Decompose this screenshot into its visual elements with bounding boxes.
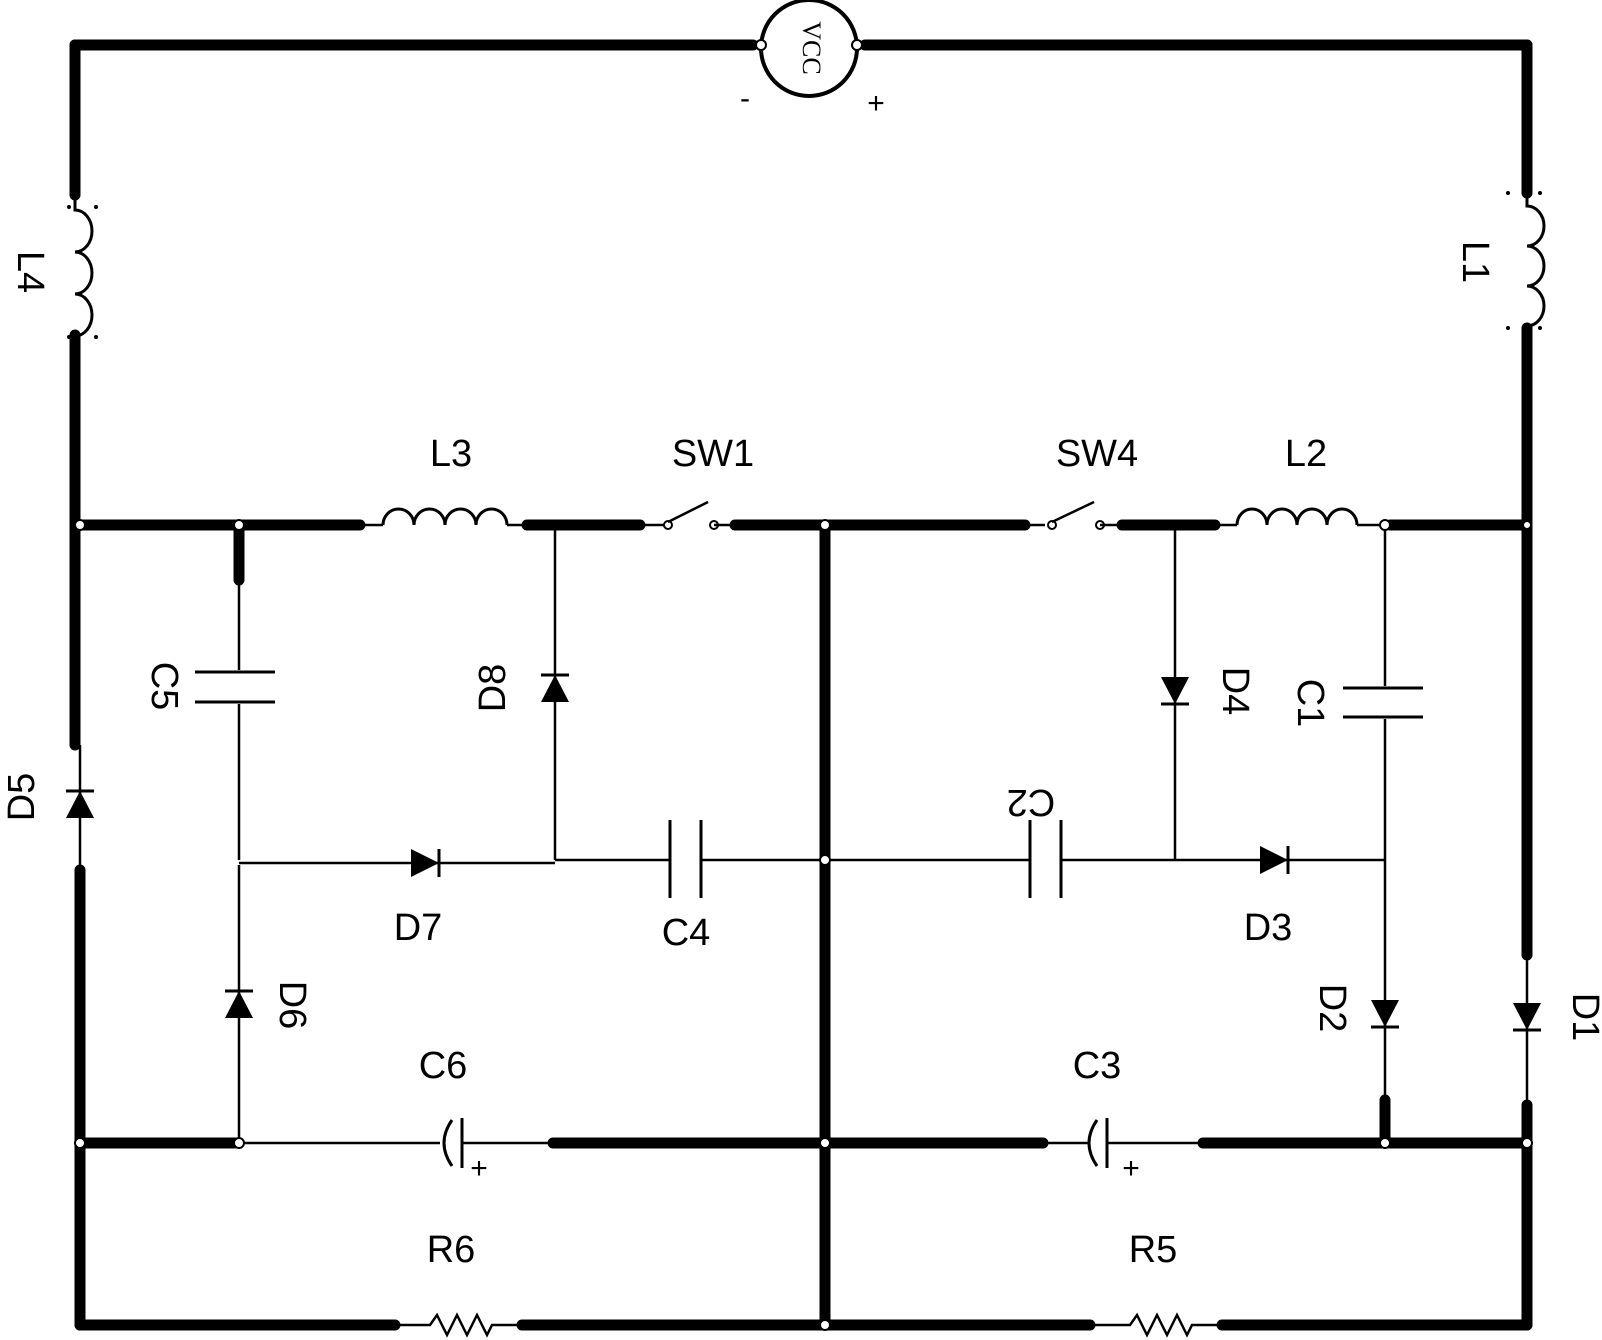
diode-d5: D5: [1, 745, 94, 1331]
inductor-l3: L3: [381, 433, 509, 526]
c6-label: C6: [419, 1045, 468, 1087]
junction-nodes: [74, 519, 1533, 1331]
d1-label: D1: [1564, 993, 1602, 1042]
switch-sw1: SW1: [663, 433, 754, 530]
diode-d3: D3: [1175, 846, 1385, 949]
inductor-l2: L2: [1235, 433, 1359, 526]
d3-label: D3: [1244, 907, 1293, 949]
c4-label: C4: [662, 912, 711, 954]
diode-d2: D2: [1311, 860, 1399, 1149]
vcc-plus-sign: +: [867, 87, 885, 120]
switch-sw4: SW4: [1047, 433, 1138, 530]
d2-label: D2: [1311, 984, 1353, 1033]
r6-label: R6: [427, 1229, 476, 1271]
d7-label: D7: [394, 907, 443, 949]
c2-label: C2: [1007, 781, 1056, 823]
d8-label: D8: [472, 664, 514, 713]
l1-label: L1: [1454, 241, 1496, 283]
capacitor-c3: + C3: [1043, 1045, 1140, 1185]
capacitor-c5: C5: [143, 580, 275, 860]
sw4-label: SW4: [1056, 433, 1138, 475]
d5-label: D5: [1, 773, 43, 822]
diode-d8: D8: [472, 525, 569, 860]
top-wires: [69, 39, 1533, 751]
c1-label: C1: [1289, 679, 1331, 728]
sw1-label: SW1: [672, 433, 754, 475]
capacitor-c1: C1: [1289, 525, 1423, 860]
d6-label: D6: [271, 981, 313, 1030]
capacitor-c2: C2: [825, 781, 1175, 898]
c6-plus-sign: +: [470, 1152, 488, 1185]
d4-label: D4: [1214, 667, 1256, 716]
capacitor-c4: C4: [555, 820, 825, 954]
diode-d1: D1: [1513, 519, 1602, 1331]
l2-label: L2: [1285, 433, 1327, 475]
inductor-l1: L1: [1454, 191, 1546, 330]
diode-d7: D7: [239, 849, 555, 949]
middle-rail: [69, 519, 1533, 586]
c5-label: C5: [143, 662, 185, 711]
vcc-label: VCC: [797, 21, 826, 74]
resistor-r5: R5: [1090, 1229, 1222, 1338]
c3-plus-sign: +: [1122, 1152, 1140, 1185]
vcc-minus-sign: -: [740, 82, 750, 115]
r5-label: R5: [1129, 1229, 1178, 1271]
diode-d6: D6: [225, 865, 313, 1140]
c3-label: C3: [1073, 1045, 1122, 1087]
vcc-source: VCC - +: [740, 0, 885, 120]
resistor-r6: R6: [395, 1229, 522, 1338]
l3-label: L3: [430, 433, 472, 475]
l4-label: L4: [9, 251, 51, 293]
diode-d4: D4: [1161, 525, 1256, 860]
inductor-l4: L4: [9, 195, 98, 339]
capacitor-c6: + C6: [419, 1045, 553, 1185]
